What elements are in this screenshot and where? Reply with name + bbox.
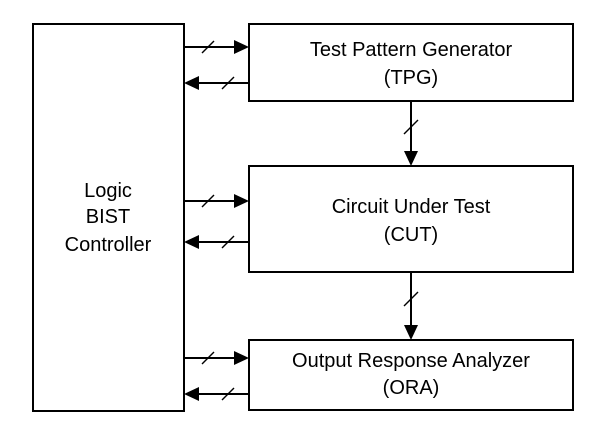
ora-to-controller-arrow <box>184 387 249 401</box>
controller-label-line-2: BIST <box>86 206 130 228</box>
controller-to-cut-arrow <box>184 194 249 208</box>
controller-label-line-1: Logic <box>84 180 132 202</box>
logic-bist-controller-box <box>32 23 185 412</box>
controller-to-ora-arrow <box>184 351 249 365</box>
cut-to-ora-arrow <box>403 272 419 340</box>
controller-to-tpg-arrow <box>184 40 249 54</box>
tpg-abbrev: (TPG) <box>384 67 438 89</box>
cut-box <box>248 165 574 273</box>
tpg-to-controller-arrow <box>184 76 249 90</box>
ora-box <box>248 339 574 411</box>
cut-title: Circuit Under Test <box>332 196 491 218</box>
controller-label-line-3: Controller <box>65 234 152 256</box>
cut-to-controller-arrow <box>184 235 249 249</box>
ora-abbrev: (ORA) <box>383 377 440 399</box>
tpg-box <box>248 23 574 102</box>
tpg-title: Test Pattern Generator <box>310 39 513 61</box>
ora-title: Output Response Analyzer <box>292 350 530 372</box>
tpg-to-cut-arrow <box>403 101 419 166</box>
cut-abbrev: (CUT) <box>384 224 438 246</box>
